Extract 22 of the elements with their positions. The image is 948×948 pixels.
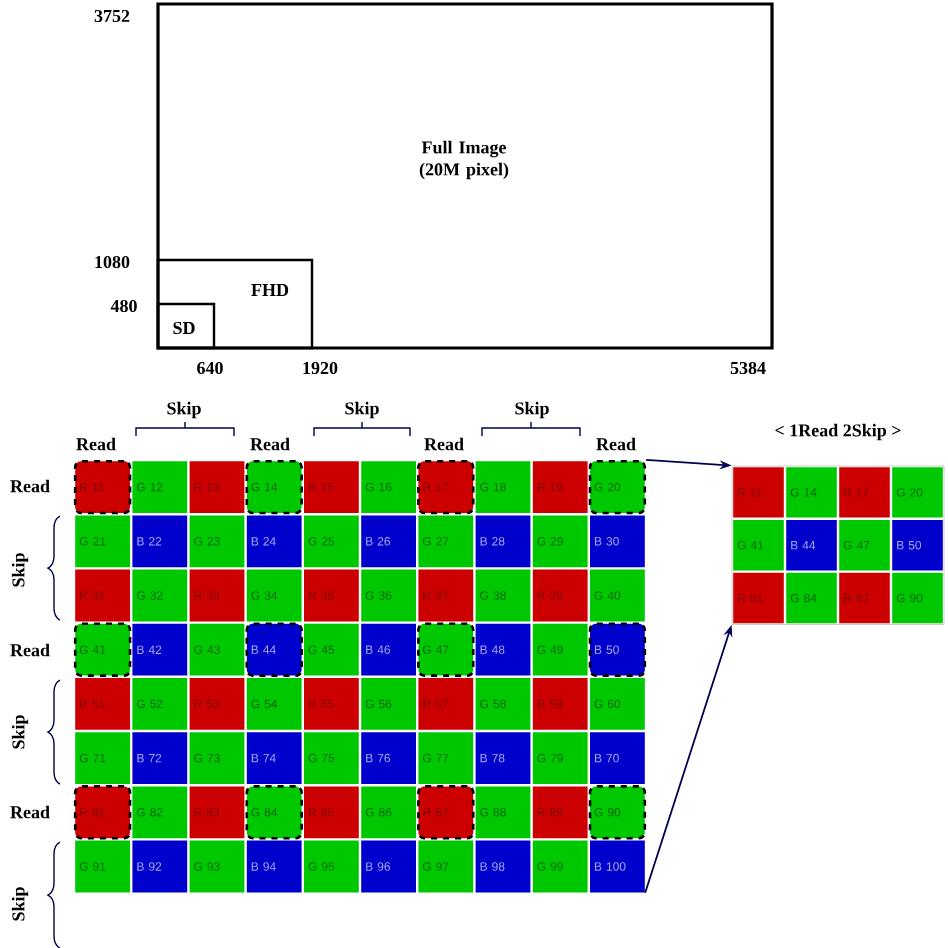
axis-value: 5384 [730, 361, 766, 375]
row-label: Read [10, 805, 50, 819]
column-label: Skip [167, 401, 201, 419]
column-label: Skip [345, 401, 379, 419]
row-label: Skip [11, 887, 29, 921]
column-label: Read [424, 437, 464, 451]
axis-value: 1080 [95, 255, 130, 269]
row-label: Skip [11, 553, 29, 587]
axis-value: 480 [110, 299, 137, 313]
column-label: Read [250, 437, 290, 451]
column-label: Read [76, 437, 116, 451]
row-label: Skip [11, 715, 29, 749]
grid-title: < 1Read 2Skip > [775, 423, 901, 441]
axis-value: 1920 [303, 361, 338, 375]
column-label: Read [596, 437, 636, 451]
row-label: Read [10, 643, 50, 657]
axis-value: 640 [197, 361, 223, 375]
axis-value: 3752 [94, 9, 130, 23]
resolution-box: SD [156, 302, 216, 350]
row-label: Read [10, 479, 50, 493]
output-grid [731, 465, 945, 625]
column-label: Skip [515, 401, 549, 419]
